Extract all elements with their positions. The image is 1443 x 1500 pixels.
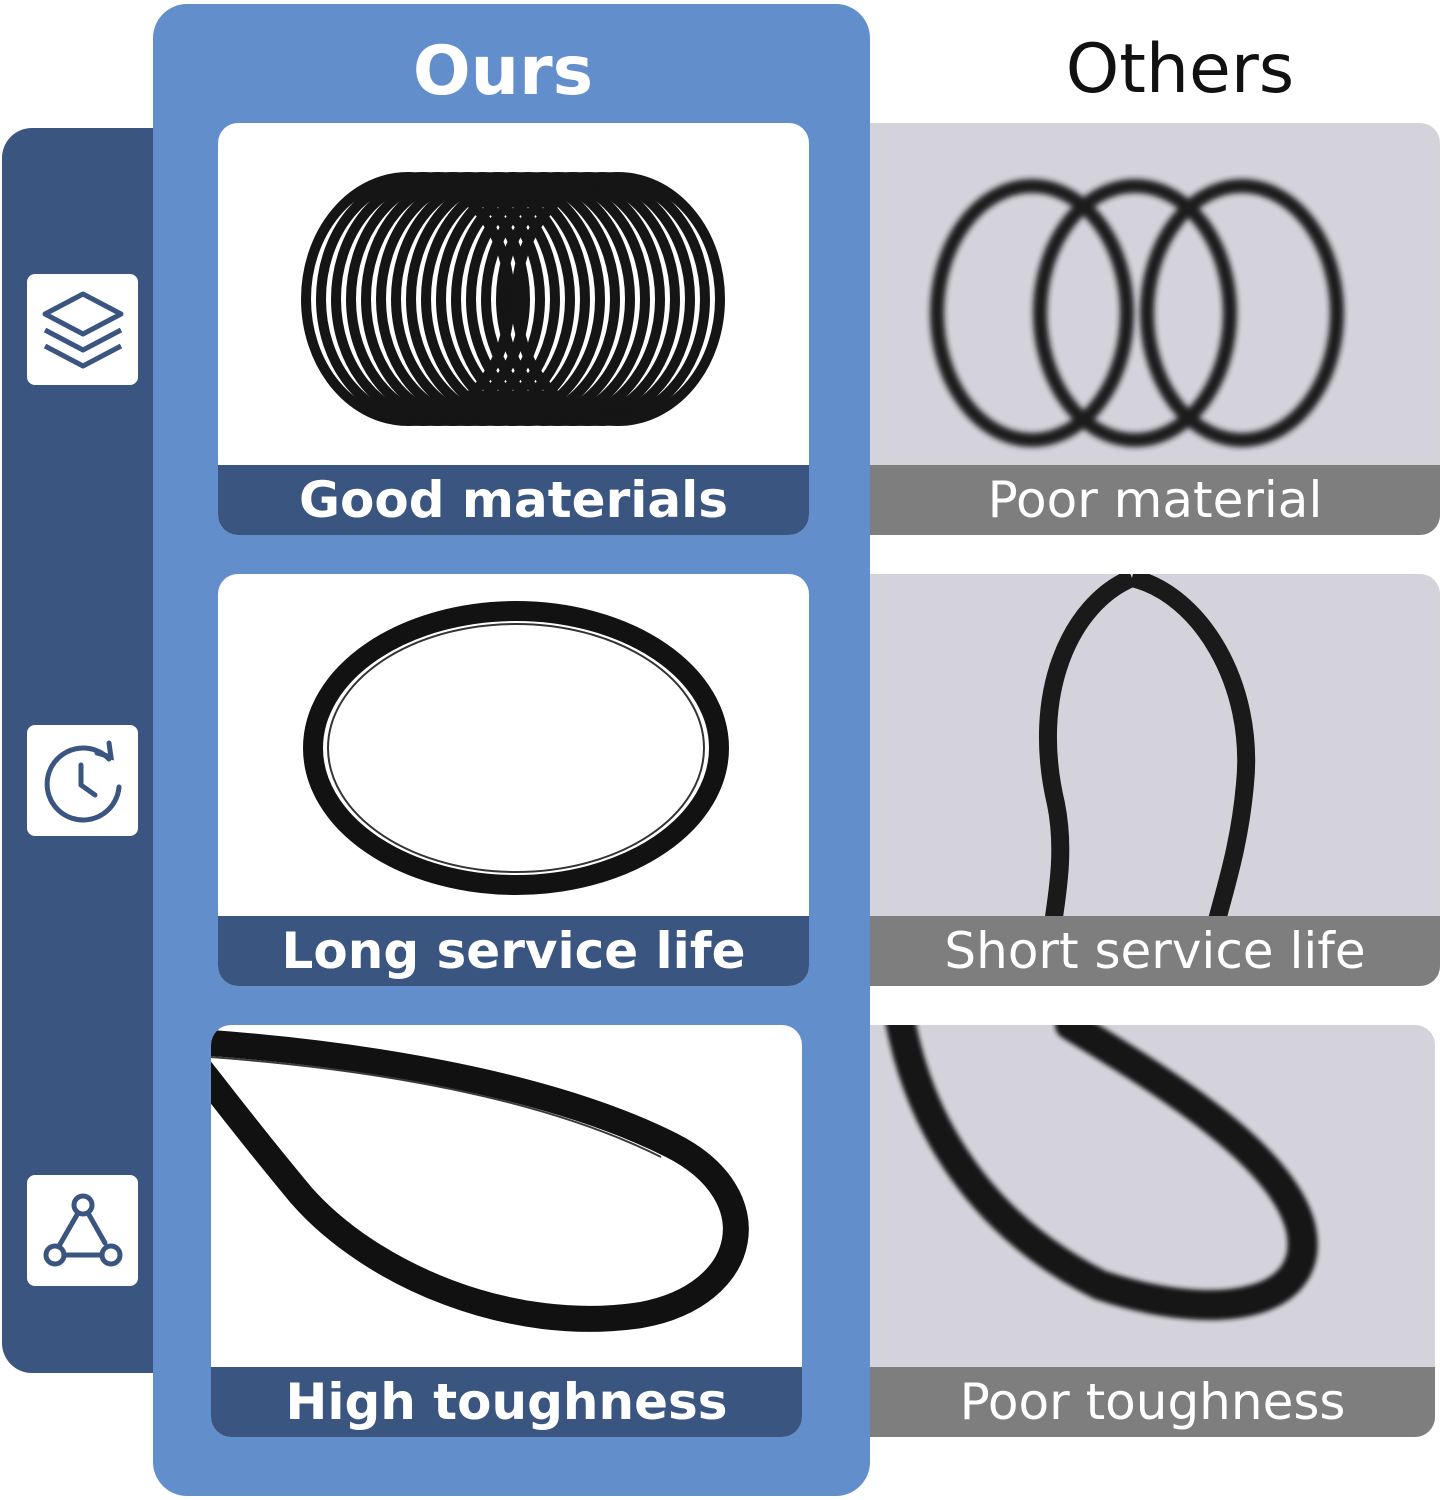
others-label-service-life: Short service life bbox=[870, 916, 1440, 986]
blurry-orings-image bbox=[930, 179, 1344, 447]
ours-card-service-life: Long service life bbox=[218, 574, 809, 986]
others-card-materials: Poor material bbox=[870, 123, 1440, 535]
single-oring-image bbox=[303, 601, 729, 895]
ours-label-toughness: High toughness bbox=[211, 1367, 802, 1437]
webhook-icon bbox=[27, 1175, 138, 1286]
clock-refresh-icon bbox=[27, 725, 138, 836]
ours-label-materials: Good materials bbox=[218, 465, 809, 535]
bent-oring-image bbox=[211, 1030, 749, 1332]
others-label-toughness: Poor toughness bbox=[870, 1367, 1435, 1437]
others-card-toughness: Poor toughness bbox=[870, 1025, 1435, 1437]
others-title: Others bbox=[1065, 30, 1295, 109]
layers-icon bbox=[27, 274, 138, 385]
oring-stack-image bbox=[301, 172, 725, 426]
others-card-service-life: Short service life bbox=[870, 574, 1440, 986]
blurry-bent-oring-image bbox=[885, 1025, 1318, 1320]
ours-title: Ours bbox=[412, 32, 594, 111]
others-label-materials: Poor material bbox=[870, 465, 1440, 535]
ours-card-toughness: High toughness bbox=[211, 1025, 802, 1437]
ours-label-service-life: Long service life bbox=[218, 916, 809, 986]
ours-card-materials: Good materials bbox=[218, 123, 809, 535]
